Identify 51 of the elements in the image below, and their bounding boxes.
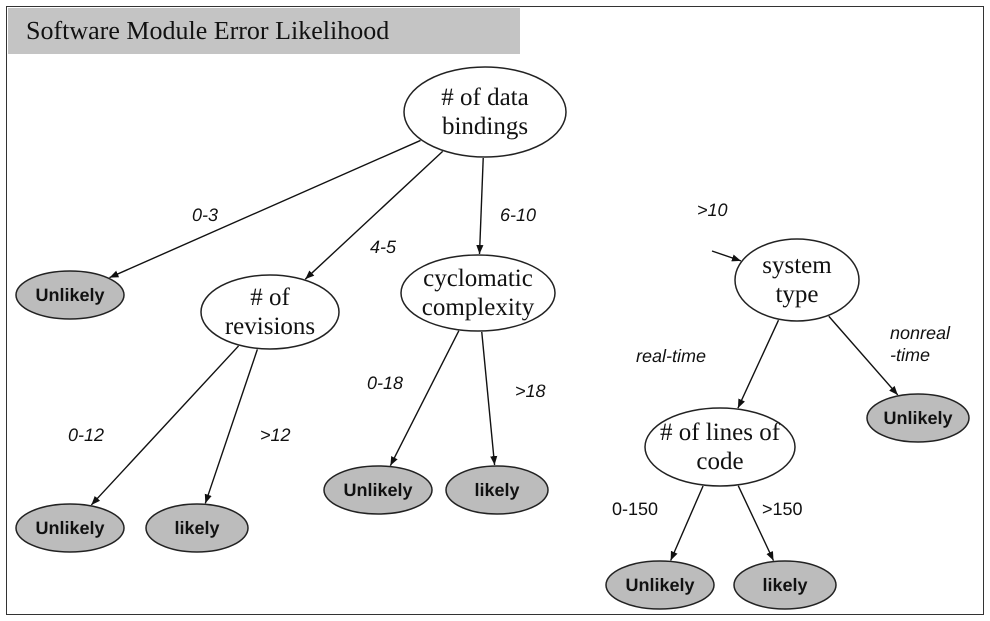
- edge-label: nonreal -time: [890, 322, 952, 366]
- question-text: cyclomatic complexity: [420, 264, 536, 322]
- outcome-ellipse: [866, 393, 970, 443]
- edge-label: 4-5: [370, 236, 396, 258]
- outcome-text: Unlikely: [625, 574, 695, 596]
- edge-label: 0-12: [68, 424, 104, 446]
- decision-ellipse: [644, 407, 796, 487]
- edge-label: 0-18: [367, 372, 404, 394]
- outcome-ellipse: [15, 270, 125, 320]
- arrow: [90, 345, 240, 506]
- outcome-text: Unlikely: [343, 480, 413, 500]
- edge-label: 0-150: [612, 498, 658, 520]
- arrow: [737, 320, 780, 408]
- outcome-ellipse: [605, 560, 715, 610]
- outcome-text: Unlikely: [35, 284, 105, 306]
- arrow: [304, 150, 444, 280]
- arrow: [204, 349, 258, 504]
- arrow: [828, 316, 898, 396]
- edge-label: >12: [260, 424, 291, 446]
- edge-label: real-time: [636, 345, 706, 367]
- edge-label: 6-10: [500, 204, 536, 226]
- arrow: [476, 158, 484, 254]
- question-text: system type: [761, 251, 833, 309]
- outcome-text: likely: [762, 574, 808, 596]
- arrow: [109, 140, 421, 278]
- outcome-text: Unlikely: [35, 518, 105, 538]
- title-banner: Software Module Error Likelihood: [8, 8, 520, 54]
- question-text: # of data bindings: [440, 83, 530, 141]
- outcome-text: Unlikely: [883, 408, 953, 428]
- edge-label: >18: [515, 380, 546, 402]
- outcome-ellipse: [145, 503, 249, 553]
- arrow: [712, 250, 742, 262]
- decision-ellipse: [200, 274, 340, 350]
- arrow: [481, 332, 498, 466]
- outcome-text: likely: [174, 518, 220, 538]
- edge-label: 0-3: [192, 204, 218, 226]
- outcome-ellipse: [445, 465, 549, 515]
- outcome-ellipse: [15, 503, 125, 553]
- arrow: [738, 486, 774, 561]
- question-text: # of revisions: [224, 283, 316, 341]
- question-text: # of lines of code: [658, 418, 782, 476]
- arrow: [390, 330, 460, 466]
- outcome-ellipse: [323, 465, 433, 515]
- decision-ellipse: [734, 238, 860, 322]
- decision-ellipse: [403, 66, 567, 158]
- decision-ellipse: [400, 254, 556, 332]
- arrow: [670, 486, 704, 561]
- edge-label: >150: [762, 498, 803, 520]
- outcome-text: likely: [474, 480, 520, 500]
- outcome-ellipse: [733, 560, 837, 610]
- edge-label: >10: [697, 199, 728, 221]
